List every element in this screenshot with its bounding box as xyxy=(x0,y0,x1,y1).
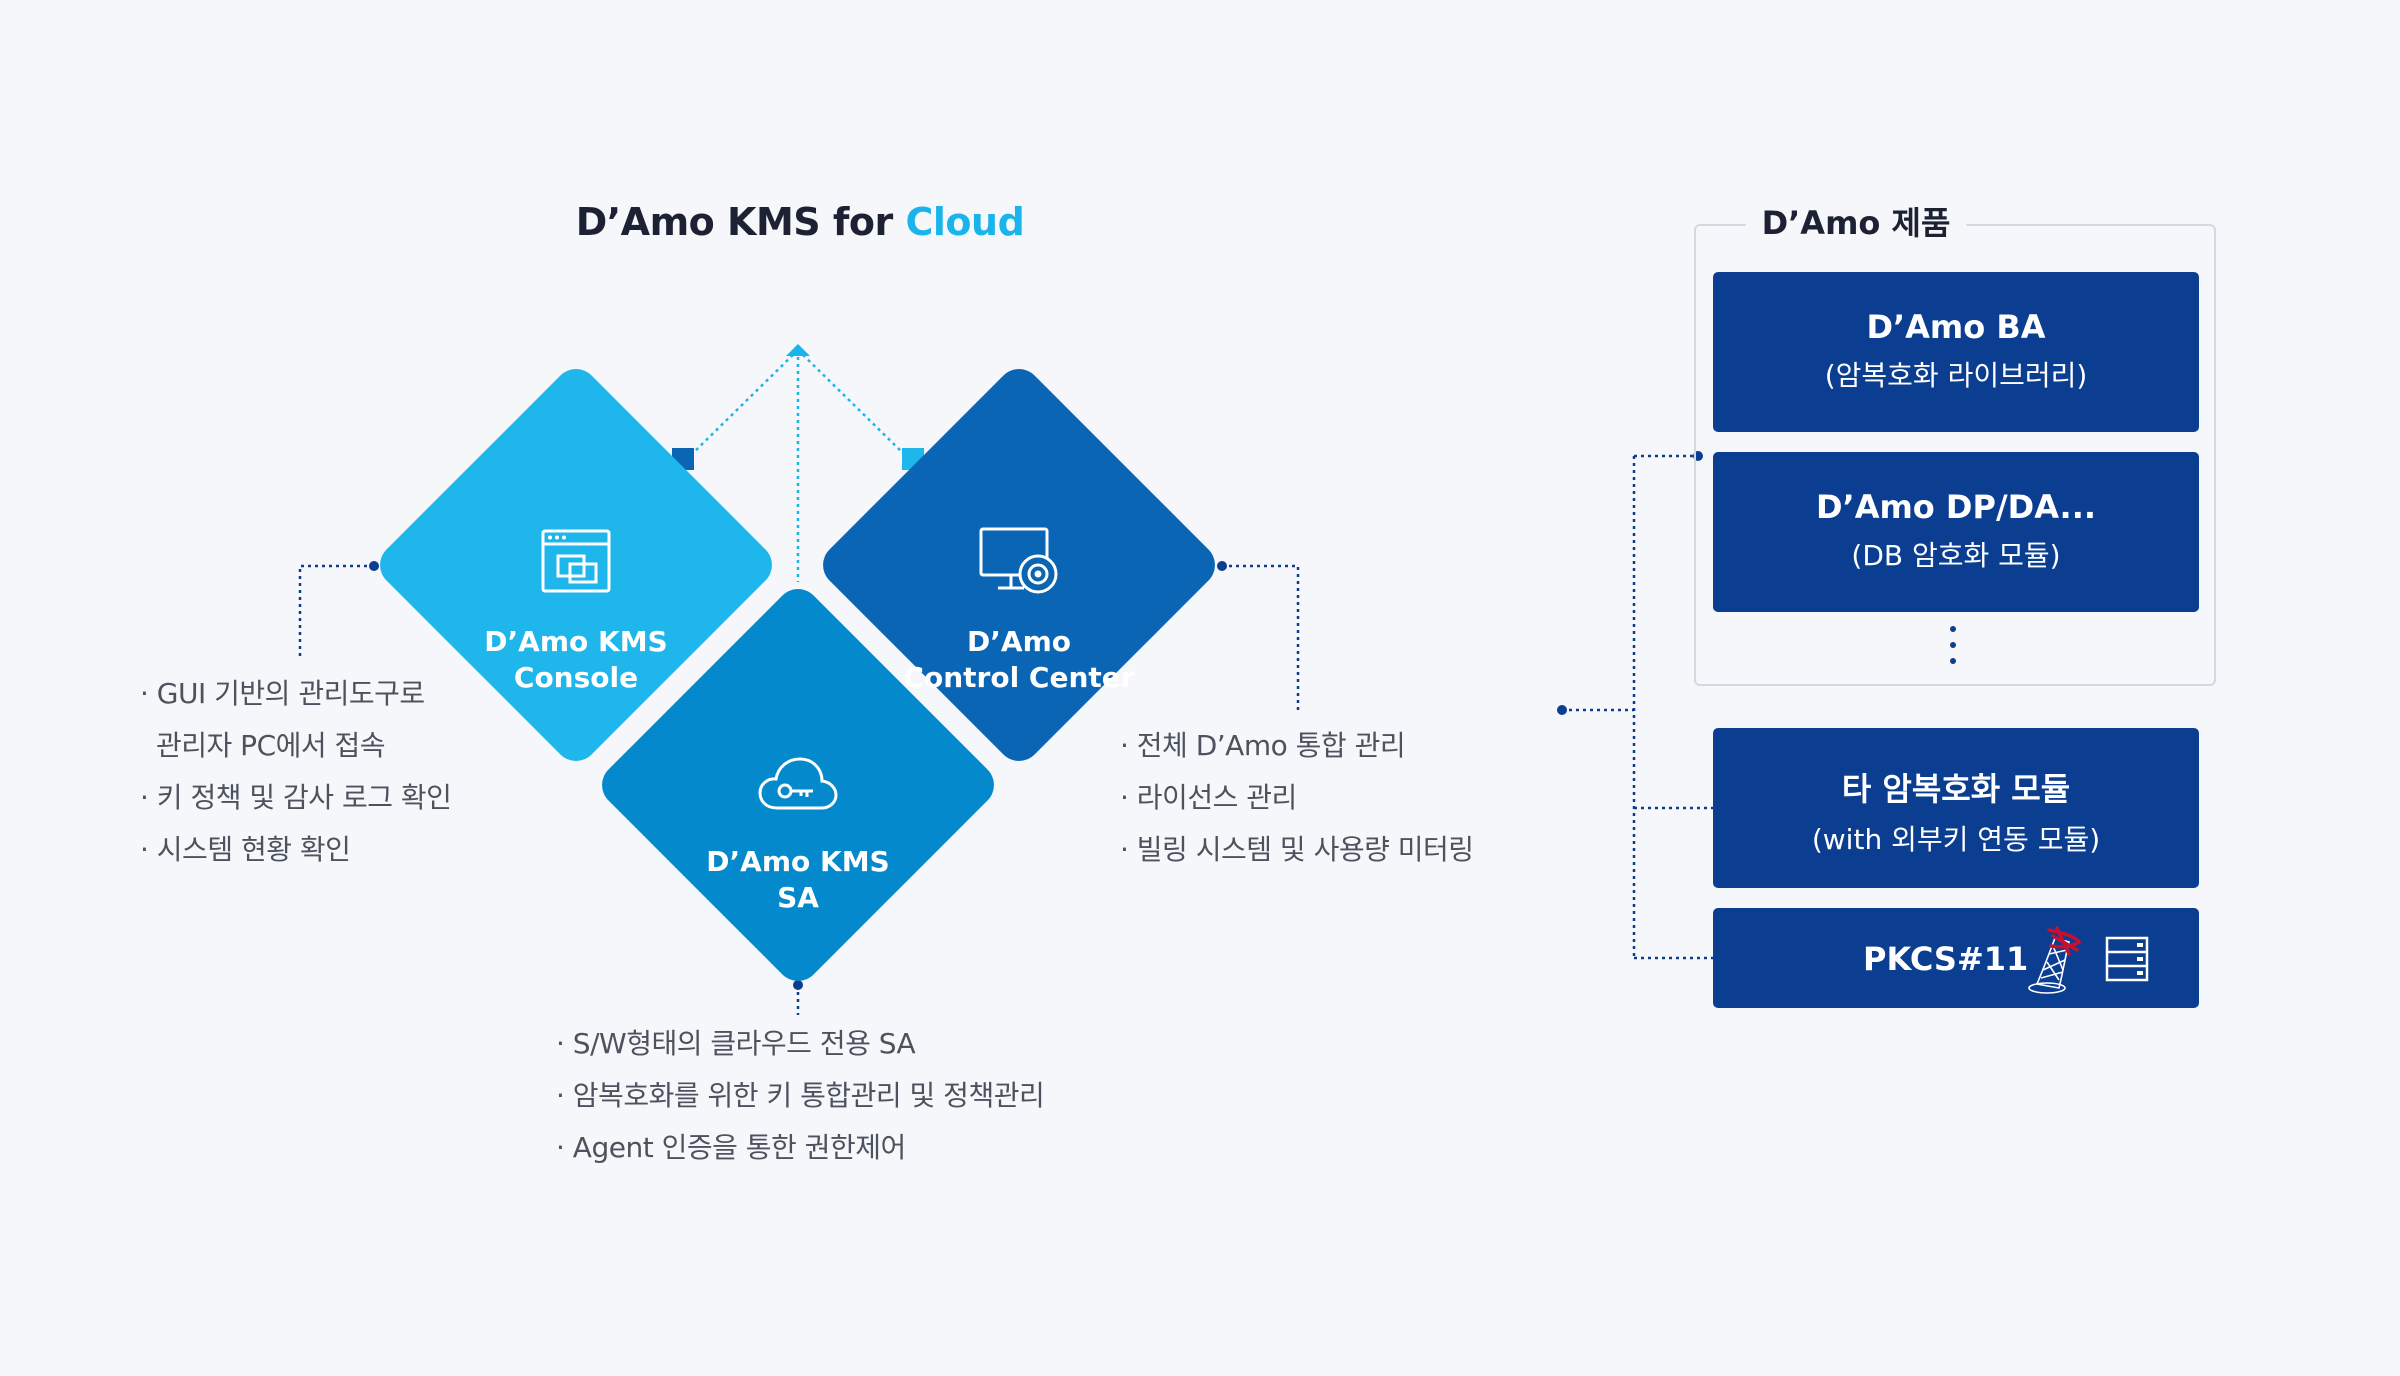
title-main: D’Amo KMS for xyxy=(575,200,894,244)
group-title: D’Amo 제품 xyxy=(1745,198,1967,244)
product-subtitle: (DB 암호화 모듈) xyxy=(1851,539,2061,572)
product-subtitle: (with 외부키 연동 모듈) xyxy=(1811,823,2101,856)
product-title: PKCS#11 xyxy=(1863,940,2029,978)
diagram-title: D’Amo KMS for Cloud xyxy=(520,200,1080,244)
product-damo-ba: D’Amo BA (암복호화 라이브러리) xyxy=(1713,272,2199,432)
list-item: · 빌링 시스템 및 사용량 미터링 xyxy=(1120,833,1474,866)
sa-label-line2: SA xyxy=(777,881,819,914)
list-item: · 암복호화를 위한 키 통합관리 및 정책관리 xyxy=(556,1079,1045,1112)
more-products-ellipsis-icon xyxy=(1950,626,1956,674)
control-center-diamond: D’Amo Control Center xyxy=(813,359,1225,771)
product-damo-dp-da: D’Amo DP/DA... (DB 암호화 모듈) xyxy=(1713,452,2199,612)
list-item: · GUI 기반의 관리도구로 xyxy=(140,677,425,710)
console-diamond: D’Amo KMS Console xyxy=(370,359,782,771)
product-subtitle: (암복호화 라이브러리) xyxy=(1824,359,2088,392)
list-item: · Agent 인증을 통한 권한제어 xyxy=(556,1131,906,1164)
list-item: 관리자 PC에서 접속 xyxy=(156,729,386,762)
product-title: D’Amo BA xyxy=(1866,308,2046,346)
sa-label-line1: D’Amo KMS xyxy=(706,845,890,878)
list-item: · 시스템 현황 확인 xyxy=(140,833,351,866)
monitor-settings-icon xyxy=(979,527,1058,594)
list-item: · 라이선스 관리 xyxy=(1120,781,1297,814)
hsm-network-icon xyxy=(2028,926,2082,994)
product-title: 타 암복호화 모듈 xyxy=(1841,770,2071,808)
control-center-bullets: · 전체 D’Amo 통합 관리 · 라이선스 관리 · 빌링 시스템 및 사용… xyxy=(1120,720,1474,876)
product-other-crypto-module: 타 암복호화 모듈 (with 외부키 연동 모듈) xyxy=(1713,728,2199,888)
list-item: · 키 정책 및 감사 로그 확인 xyxy=(140,781,452,814)
sa-diamond: D’Amo KMS SA xyxy=(592,579,1004,991)
sa-bullets: · S/W형태의 클라우드 전용 SA · 암복호화를 위한 키 통합관리 및 … xyxy=(556,1018,1045,1174)
window-icon xyxy=(541,529,611,593)
cloud-key-icon xyxy=(758,757,838,810)
title-accent: Cloud xyxy=(905,200,1025,244)
product-title: D’Amo DP/DA... xyxy=(1815,488,2097,526)
server-rack-icon xyxy=(2105,936,2149,982)
list-item: · 전체 D’Amo 통합 관리 xyxy=(1120,729,1406,762)
product-pkcs11: PKCS#11 xyxy=(1713,908,2199,1008)
list-item: · S/W형태의 클라우드 전용 SA xyxy=(556,1027,916,1060)
console-bullets: · GUI 기반의 관리도구로 관리자 PC에서 접속 · 키 정책 및 감사 … xyxy=(140,668,452,876)
